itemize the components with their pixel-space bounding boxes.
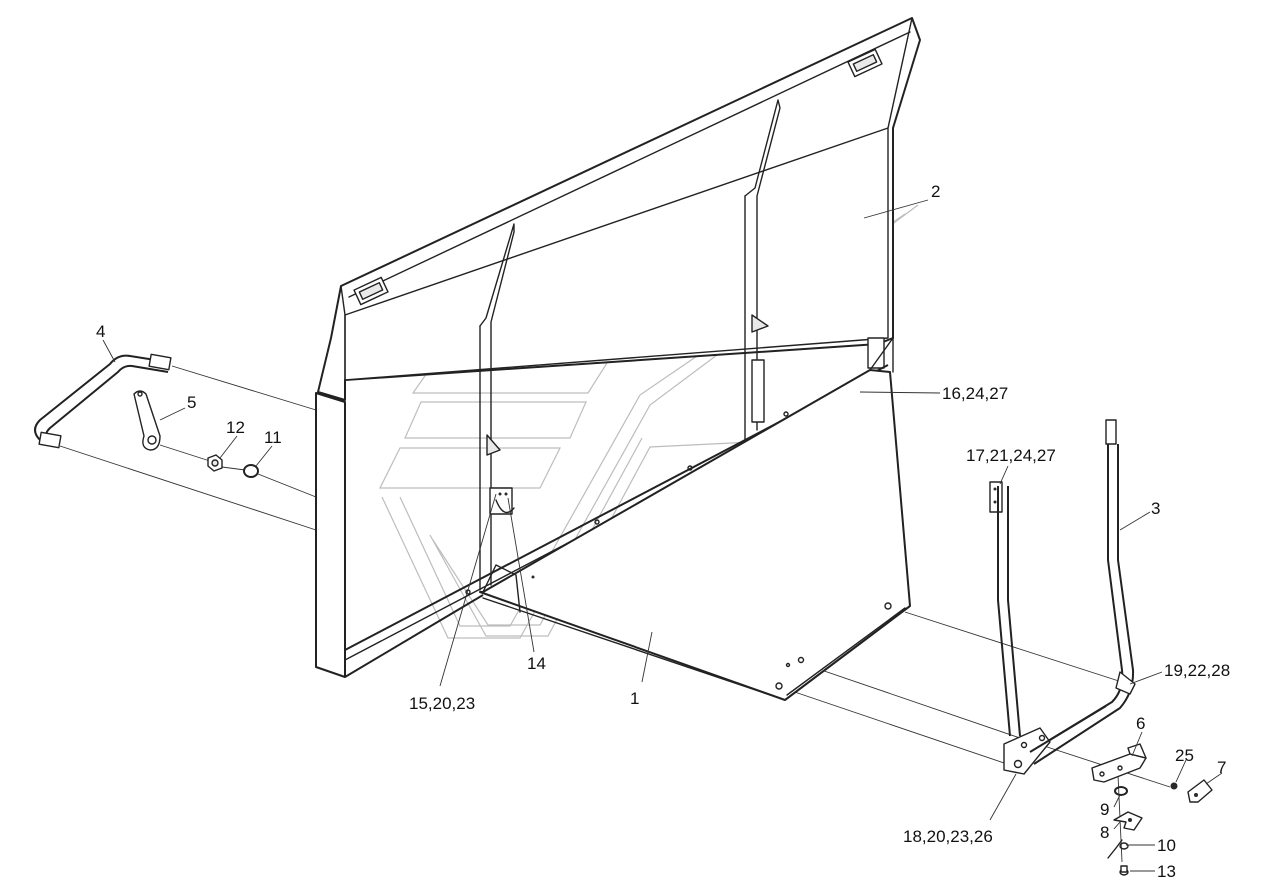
- callout-19-22-28: 19,22,28: [1164, 661, 1230, 680]
- part-25-nut: [1170, 782, 1178, 790]
- part-13-bolt: [1119, 865, 1129, 876]
- part-1-lower-plate: [465, 337, 911, 701]
- part-3-support-leg: [1029, 419, 1136, 765]
- callout-17-21-24-27: 17,21,24,27: [966, 446, 1056, 465]
- part-8-catch: [1113, 811, 1143, 831]
- callout-7: 7: [1217, 758, 1226, 777]
- part-11-washer: [243, 464, 259, 478]
- callout-15-20-23: 15,20,23: [409, 694, 475, 713]
- callout-18-20-23-26: 18,20,23,26: [903, 827, 993, 846]
- callout-11: 11: [264, 428, 282, 447]
- hinge-right: [847, 48, 883, 78]
- callout-1: 1: [630, 689, 639, 708]
- callout-12: 12: [226, 418, 245, 437]
- hinge-left: [353, 276, 389, 306]
- part-7-clip: [1187, 779, 1213, 803]
- callout-2: 2: [931, 182, 940, 201]
- part-4-bent-rod: [34, 353, 172, 449]
- callout-4: 4: [96, 322, 105, 341]
- part-9-washer: [1114, 786, 1128, 796]
- callout-14: 14: [527, 654, 546, 673]
- part-12-nut: [207, 454, 223, 472]
- callout-8: 8: [1100, 823, 1109, 842]
- callout-5: 5: [187, 393, 196, 412]
- callout-3: 3: [1151, 499, 1160, 518]
- callout-10: 10: [1157, 836, 1176, 855]
- part-17-support-leg: [989, 481, 1107, 775]
- part-10-spring: [1107, 839, 1129, 859]
- part-5-lever: [133, 390, 161, 451]
- callout-6: 6: [1136, 714, 1145, 733]
- callout-leaders: [102, 199, 1223, 872]
- assembly-lines: [59, 365, 1171, 863]
- part-2-upper-panel: [317, 17, 921, 591]
- callout-labels: 1 2 3 4 5 6 7 8 9 10 11 12 13 14 15,20,2…: [96, 182, 1230, 881]
- callout-25: 25: [1175, 746, 1194, 765]
- callout-9: 9: [1100, 800, 1109, 819]
- callout-13: 13: [1157, 862, 1176, 881]
- callout-16-24-27: 16,24,27: [942, 384, 1008, 403]
